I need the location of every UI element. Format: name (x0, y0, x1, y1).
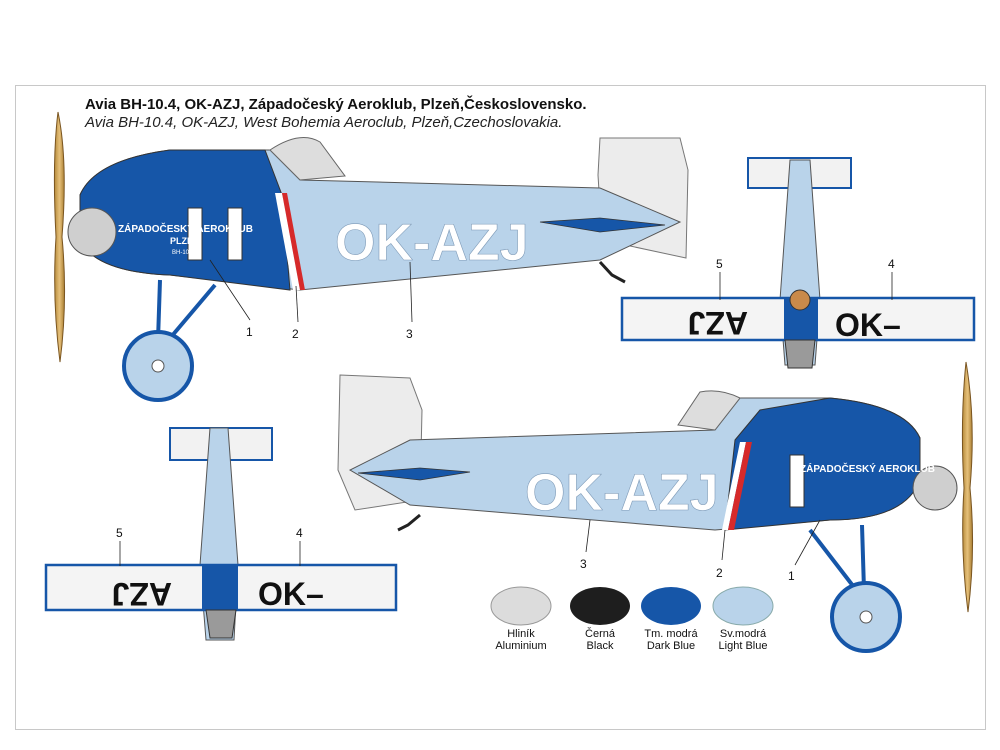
swatch-name-cz: Hliník (507, 628, 535, 640)
top-view-right: AZJ OK– 5 4 (620, 157, 976, 369)
cowl-text: BH-10. (172, 250, 191, 256)
cockpit-fairing-2 (677, 390, 741, 431)
swatch-name-en: Black (586, 640, 614, 652)
swatch-light-blue (712, 586, 774, 626)
cockpit-top (789, 289, 811, 311)
swatch-dark-blue (641, 587, 701, 625)
callout-1: 1 (246, 325, 253, 339)
wing-text-left: AZJ (688, 305, 748, 341)
swatch-name-cz: Černá (585, 628, 615, 640)
callout-3b: 3 (580, 557, 587, 571)
swatch-label-dark-blue: Tm. modrá Dark Blue (626, 628, 716, 652)
callout-4b: 4 (296, 526, 303, 540)
swatch-aluminium (490, 586, 552, 626)
propeller-2 (961, 361, 974, 613)
engine-2 (912, 465, 958, 511)
strut-panel (227, 207, 243, 261)
side-view-left: ZÁPADOČESKÝ AEROKLUB PLZEŇ BH-10. OK-AZJ… (53, 111, 689, 402)
stripe-red (282, 193, 305, 290)
registration-text-2: OK-AZJ (525, 464, 719, 522)
cowl-text: ZÁPADOČESKÝ AEROKLUB (118, 222, 253, 235)
swatch-label-light-blue: Sv.modrá Light Blue (698, 628, 788, 652)
engine-top (784, 339, 816, 369)
engine-top-2 (205, 609, 237, 639)
propeller (53, 111, 66, 363)
side-view-right: ZÁPADOČESKÝ AEROKLUB OK-AZJ 1 2 3 (337, 361, 974, 653)
wheel-hub (151, 359, 165, 373)
swatch-name-cz: Tm. modrá (644, 628, 698, 640)
wing-text-right-2: OK– (258, 576, 324, 612)
swatch-name-en: Aluminium (495, 640, 547, 652)
strut-panel (789, 454, 805, 508)
callout-4: 4 (888, 257, 895, 271)
callout-5: 5 (716, 257, 723, 271)
cockpit-fairing (269, 137, 346, 181)
top-view-left: AZJ OK– 5 4 (44, 427, 398, 641)
callout-1b: 1 (788, 569, 795, 583)
cowl-text: PLZEŇ (170, 235, 200, 246)
tail-skid (598, 260, 626, 284)
stripe-white-2 (722, 442, 746, 530)
drawing-frame (15, 85, 986, 730)
callout-3: 3 (406, 327, 413, 341)
swatch-name-en: Dark Blue (646, 640, 696, 652)
wheel-hub-2 (859, 610, 873, 624)
registration-text: OK-AZJ (335, 214, 529, 272)
swatch-label-black: Černá Black (555, 628, 645, 652)
tailplane (539, 217, 666, 233)
callout-2: 2 (292, 327, 299, 341)
title-english: Avia BH-10.4, OK-AZJ, West Bohemia Aeroc… (85, 114, 563, 131)
callout-2b: 2 (716, 566, 723, 580)
swatch-label-aluminium: Hliník Aluminium (476, 628, 566, 652)
wing-text-right: OK– (835, 307, 901, 343)
tailplane-2 (357, 467, 471, 481)
title-czech: Avia BH-10.4, OK-AZJ, Západočeský Aerokl… (85, 96, 587, 113)
blue-cowling-2 (724, 397, 921, 531)
engine (67, 207, 117, 257)
color-legend (490, 586, 774, 626)
wing-text-left-2: AZJ (112, 576, 172, 612)
wing-center-2 (202, 565, 238, 610)
stripe-white (275, 193, 300, 290)
stripe-red-2 (728, 442, 752, 530)
swatch-name-cz: Sv.modrá (719, 628, 767, 640)
tail-skid-2 (397, 513, 421, 532)
swatch-name-en: Light Blue (718, 640, 768, 652)
cowl-text-2: ZÁPADOČESKÝ AEROKLUB (800, 462, 935, 475)
swatch-black (570, 587, 630, 625)
callout-5b: 5 (116, 526, 123, 540)
strut-panel (187, 207, 203, 261)
